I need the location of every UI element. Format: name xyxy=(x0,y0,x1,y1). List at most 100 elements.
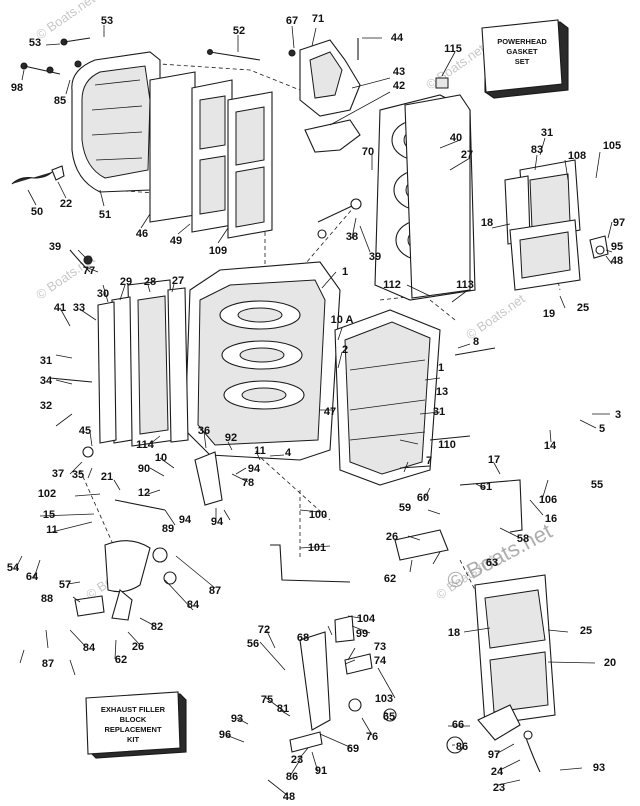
part-callout-number: 10 A xyxy=(331,314,354,326)
part-callout-number: 18 xyxy=(448,627,460,639)
part-callout-number: 20 xyxy=(604,657,616,669)
part-callout-number: 95 xyxy=(611,241,623,253)
part-callout-number: 3 xyxy=(615,409,621,421)
part-callout-number: 84 xyxy=(187,599,200,611)
part-callout-number: 5 xyxy=(599,423,605,435)
linkage-assembly xyxy=(74,451,523,753)
part-callout-number: 23 xyxy=(493,782,505,794)
part-callout-number: 99 xyxy=(356,628,368,640)
part-callout-number: 57 xyxy=(59,579,71,591)
part-callout-number: 108 xyxy=(568,150,586,162)
part-callout-number: 41 xyxy=(54,302,66,314)
part-callout-number: 83 xyxy=(531,144,543,156)
part-callout-number: 82 xyxy=(151,621,163,633)
part-callout-number: 68 xyxy=(297,632,309,644)
part-callout-number: 39 xyxy=(369,251,381,263)
part-callout-number: 64 xyxy=(26,571,39,583)
part-callout-number: 34 xyxy=(40,375,53,387)
kit-label-line: EXHAUST FILLER xyxy=(101,705,166,714)
part-callout-number: 35 xyxy=(72,469,84,481)
part-callout-number: 2 xyxy=(342,344,348,356)
part-callout-number: 94 xyxy=(211,516,224,528)
part-callout-number: 61 xyxy=(480,481,492,493)
kit-label-line: GASKET xyxy=(506,47,538,56)
part-callout-number: 42 xyxy=(393,80,405,92)
part-callout-number: 33 xyxy=(73,302,85,314)
part-callout-number: 86 xyxy=(286,771,298,783)
kit-label-line: SET xyxy=(515,57,530,66)
part-callout-number: 30 xyxy=(97,288,109,300)
part-callout-number: 10 xyxy=(155,452,167,464)
part-callout-number: 77 xyxy=(83,265,95,277)
part-callout-number: 113 xyxy=(456,279,474,291)
part-callout-number: 101 xyxy=(308,542,326,554)
part-callout-number: 54 xyxy=(7,562,20,574)
part-callout-number: 97 xyxy=(613,217,625,229)
part-callout-number: 65 xyxy=(383,711,395,723)
part-callout-number: 72 xyxy=(258,624,270,636)
part-callout-number: 86 xyxy=(456,741,468,753)
watermark-text: © Boats.net xyxy=(33,0,98,42)
exhaust-cover-assembly xyxy=(11,37,273,239)
part-callout-number: 18 xyxy=(481,217,493,229)
part-callout-number: 15 xyxy=(43,509,55,521)
part-callout-number: 58 xyxy=(517,533,529,545)
part-callout-number: 81 xyxy=(277,703,289,715)
kit-label-line: BLOCK xyxy=(120,715,147,724)
part-callout-number: 63 xyxy=(486,557,498,569)
reed-valve-assembly xyxy=(504,159,609,291)
part-callout-number: 1 xyxy=(438,362,444,374)
part-callout-number: 71 xyxy=(312,13,324,25)
kit-label-line: REPLACEMENT xyxy=(104,725,162,734)
part-callout-number: 93 xyxy=(593,762,605,774)
part-callout-number: 91 xyxy=(315,765,327,777)
part-callout-number: 100 xyxy=(309,509,327,521)
cylinder-head-assembly xyxy=(288,38,476,301)
part-callout-number: 25 xyxy=(580,625,592,637)
part-callout-number: 60 xyxy=(417,492,429,504)
part-callout-number: 49 xyxy=(170,235,182,247)
part-callout-number: 11 xyxy=(46,524,58,536)
part-callout-number: 85 xyxy=(54,95,66,107)
part-callout-number: 102 xyxy=(38,488,56,500)
part-callout-number: 48 xyxy=(283,791,295,803)
part-callout-number: 78 xyxy=(242,477,254,489)
part-callout-number: 7 xyxy=(426,455,432,467)
part-callout-number: 94 xyxy=(248,463,261,475)
part-callout-number: 84 xyxy=(83,642,96,654)
part-callout-number: 67 xyxy=(286,15,298,27)
exhaust-filler-kit-box: EXHAUST FILLER BLOCK REPLACEMENT KIT xyxy=(85,691,187,759)
part-callout-number: 88 xyxy=(41,593,53,605)
part-callout-number: 47 xyxy=(324,406,336,418)
part-callout-number: 75 xyxy=(261,694,273,706)
part-callout-number: 29 xyxy=(120,276,132,288)
part-callout-number: 12 xyxy=(138,487,150,499)
part-callout-number: 93 xyxy=(231,713,243,725)
part-callout-number: 89 xyxy=(162,523,174,535)
watermark-text: © Boats.net xyxy=(463,291,528,343)
part-callout-number: 27 xyxy=(172,275,184,287)
part-callout-number: 106 xyxy=(539,494,557,506)
part-callout-number: 43 xyxy=(393,66,405,78)
part-callout-number: 74 xyxy=(374,655,387,667)
part-callout-number: 59 xyxy=(399,502,411,514)
part-callout-number: 31 xyxy=(433,406,445,418)
part-callout-number: 76 xyxy=(366,731,378,743)
powerhead-gasket-set-box: POWERHEAD GASKET SET xyxy=(481,19,569,99)
part-callout-number: 21 xyxy=(101,471,113,483)
part-callout-number: 90 xyxy=(138,463,150,475)
part-callout-number: 94 xyxy=(179,514,192,526)
part-callout-number: 31 xyxy=(40,355,52,367)
part-callout-number: 1 xyxy=(342,266,348,278)
part-callout-number: 97 xyxy=(488,749,500,761)
part-callout-number: 4 xyxy=(285,447,292,459)
part-callout-number: 26 xyxy=(132,641,144,653)
kit-label-line: KIT xyxy=(127,735,140,744)
part-callout-number: 13 xyxy=(436,386,448,398)
part-callout-number: 53 xyxy=(101,15,113,27)
part-callout-number: 56 xyxy=(247,638,259,650)
crankcase-block xyxy=(49,249,341,461)
part-callout-number: 53 xyxy=(29,37,41,49)
part-callout-number: 44 xyxy=(391,32,404,44)
